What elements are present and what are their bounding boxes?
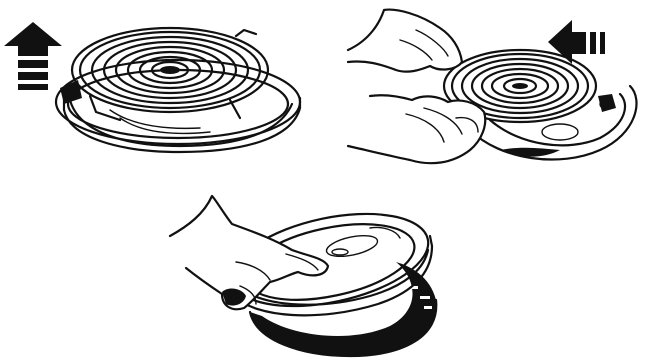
panel-remove-drip-pan xyxy=(170,196,437,356)
up-arrow-icon xyxy=(4,22,62,90)
drip-pan xyxy=(470,86,637,160)
hand xyxy=(348,95,485,163)
coil-element xyxy=(72,28,268,120)
panel-lift-element xyxy=(4,22,300,152)
left-arrow-icon xyxy=(548,20,605,64)
panel-pull-element xyxy=(348,10,637,164)
hand xyxy=(348,10,462,72)
hand xyxy=(170,196,328,309)
